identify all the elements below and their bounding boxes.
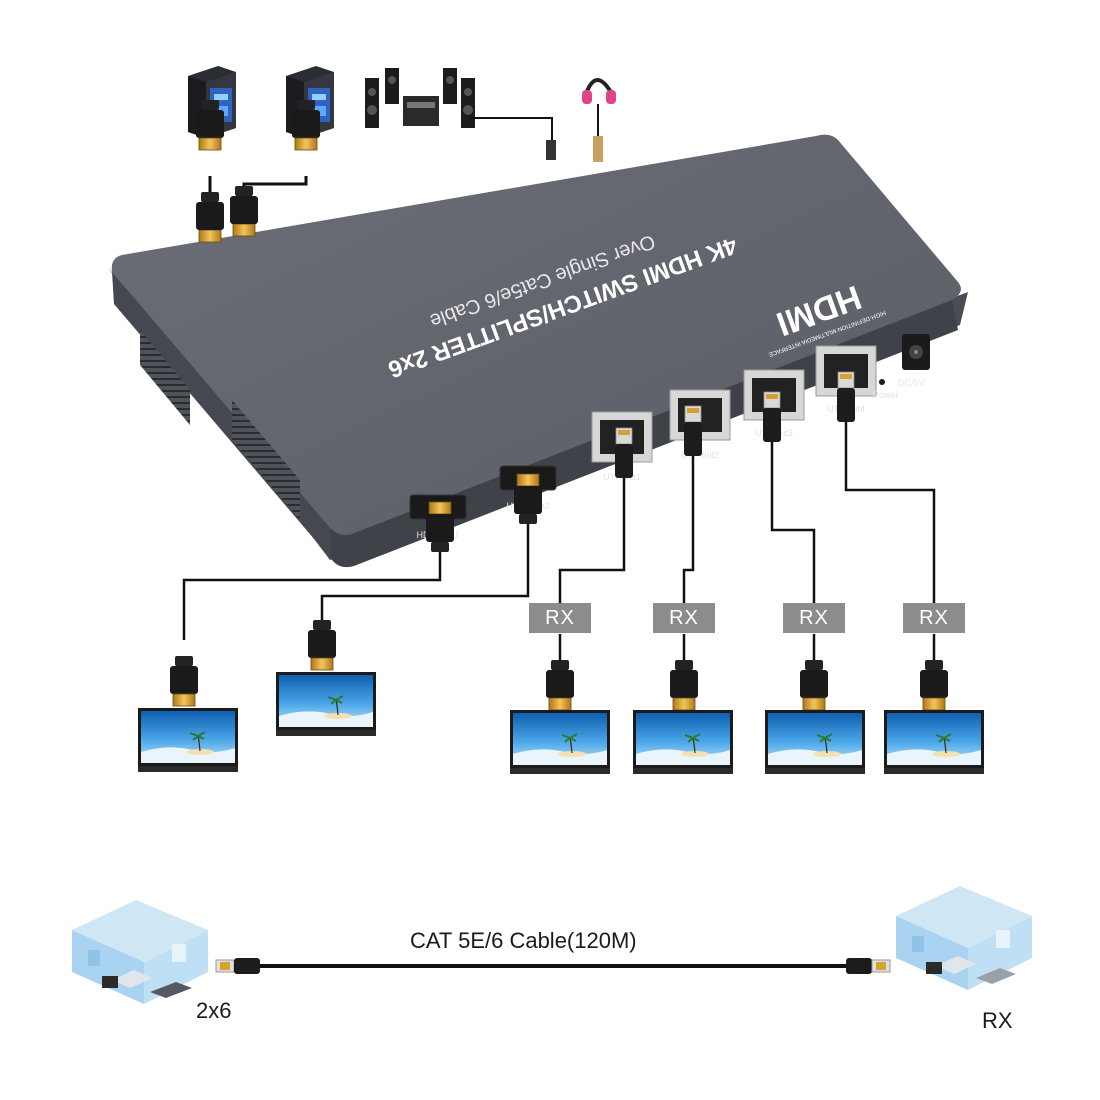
room-isometric-icon	[72, 900, 208, 1004]
audio-plug	[546, 140, 556, 160]
cat-cable	[215, 958, 891, 974]
tv-screen-icon	[632, 709, 734, 775]
rx-receiver-badge-4: RX	[903, 603, 965, 633]
power-label: Power	[873, 390, 899, 400]
cable-label: CAT 5E/6 Cable(120M)	[410, 928, 637, 953]
tv-screen-icon	[275, 671, 377, 737]
headphone-plug	[593, 136, 603, 162]
hdmi-plug-icon	[425, 501, 455, 553]
tv-screen-icon	[883, 709, 985, 775]
audio-cable	[470, 117, 553, 148]
power-led	[879, 379, 885, 385]
hdmi-plug-icon	[229, 185, 259, 237]
tv-screen-icon	[509, 709, 611, 775]
utp-cable-3	[770, 442, 816, 604]
tv-screen-icon	[764, 709, 866, 775]
rx-receiver-badge-3: RX	[783, 603, 845, 633]
hdmi-plug-icon	[307, 619, 337, 671]
hdmi-plug-icon	[669, 659, 699, 711]
dc-power-jack[interactable]	[902, 334, 930, 370]
headphones-icon	[582, 78, 616, 104]
hdmi-out-cable-1	[182, 552, 442, 640]
dc-label: DC/5V	[898, 378, 925, 388]
rj45-plug-icon	[683, 405, 703, 457]
utp-cable-4	[844, 422, 936, 604]
rx-receiver-badge-1: RX	[529, 603, 591, 633]
left-room-label: 2x6	[196, 998, 232, 1023]
vent-grille-1	[140, 330, 190, 425]
tv-screen-icon	[137, 707, 239, 773]
right-room-label: RX	[982, 1008, 1013, 1033]
rj45-plug-icon	[762, 391, 782, 443]
room-isometric-icon	[896, 886, 1032, 990]
rx-receiver-badge-2: RX	[653, 603, 715, 633]
hdmi-plug-icon	[513, 473, 543, 525]
hdmi-plug-icon	[919, 659, 949, 711]
rj45-plug-icon	[614, 427, 634, 479]
hdmi-plug-icon	[799, 659, 829, 711]
utp-cable-2	[682, 456, 695, 604]
speaker-system-icon	[365, 68, 475, 128]
vent-grille-2	[232, 400, 300, 520]
utp-cable-1	[558, 478, 626, 604]
rj45-plug-icon	[836, 371, 856, 423]
hdmi-plug-icon	[545, 659, 575, 711]
hdmi-plug-icon	[169, 655, 199, 707]
hdmi-plug-icon	[195, 191, 225, 243]
hdmi-out-cable-2	[320, 524, 530, 620]
